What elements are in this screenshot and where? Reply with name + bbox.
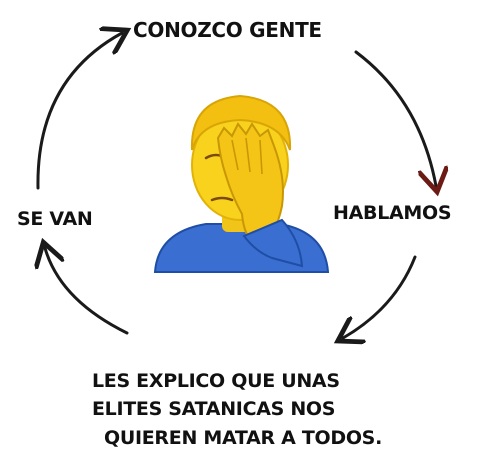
emoji-sleeve (242, 218, 304, 268)
arrow-right-to-bottom (343, 255, 417, 338)
arrow-bottom-to-left (45, 248, 129, 335)
bottom-text-line-1: LES EXPLICO QUE UNAS (92, 370, 340, 392)
bottom-text-line-2: ELITES SATANICAS NOS (92, 398, 336, 420)
emoji-hair (190, 94, 292, 151)
arrow-left-to-top (36, 33, 122, 190)
label-hablamos: HABLAMOS (333, 202, 452, 224)
label-se-van: SE VAN (17, 208, 93, 230)
emoji-mouth (210, 196, 234, 202)
bottom-text-line-3: QUIEREN MATAR A TODOS. (104, 427, 382, 449)
arrow-top-to-right (354, 50, 436, 186)
emoji-finger-lines (231, 137, 263, 175)
label-conozco-gente: CONOZCO GENTE (133, 18, 322, 42)
